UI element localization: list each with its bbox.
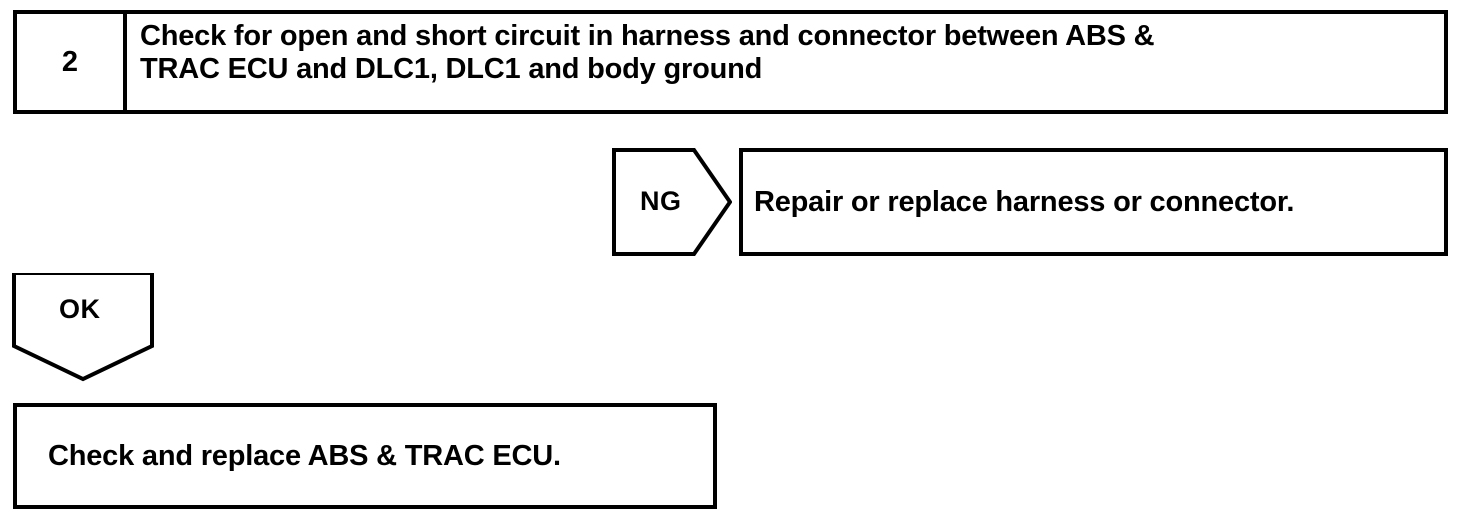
- ng-branch-label: NG: [640, 186, 682, 216]
- ok-result-text: Check and replace ABS & TRAC ECU.: [48, 439, 561, 472]
- ok-branch-arrow-shape: [12, 273, 154, 382]
- ok-branch-label: OK: [59, 294, 101, 324]
- step-number: 2: [61, 45, 79, 78]
- ng-result-text: Repair or replace harness or connector.: [754, 185, 1295, 218]
- ok-result-box: Check and replace ABS & TRAC ECU.: [13, 403, 717, 509]
- step-number-cell: 2: [17, 14, 127, 110]
- step-instruction-cell: Check for open and short circuit in harn…: [127, 14, 1444, 110]
- ng-result-box: Repair or replace harness or connector.: [739, 148, 1448, 256]
- ng-branch-arrow-shape: [612, 148, 732, 256]
- step-instruction-text: Check for open and short circuit in harn…: [140, 20, 1155, 85]
- step-box: 2 Check for open and short circuit in ha…: [13, 10, 1448, 114]
